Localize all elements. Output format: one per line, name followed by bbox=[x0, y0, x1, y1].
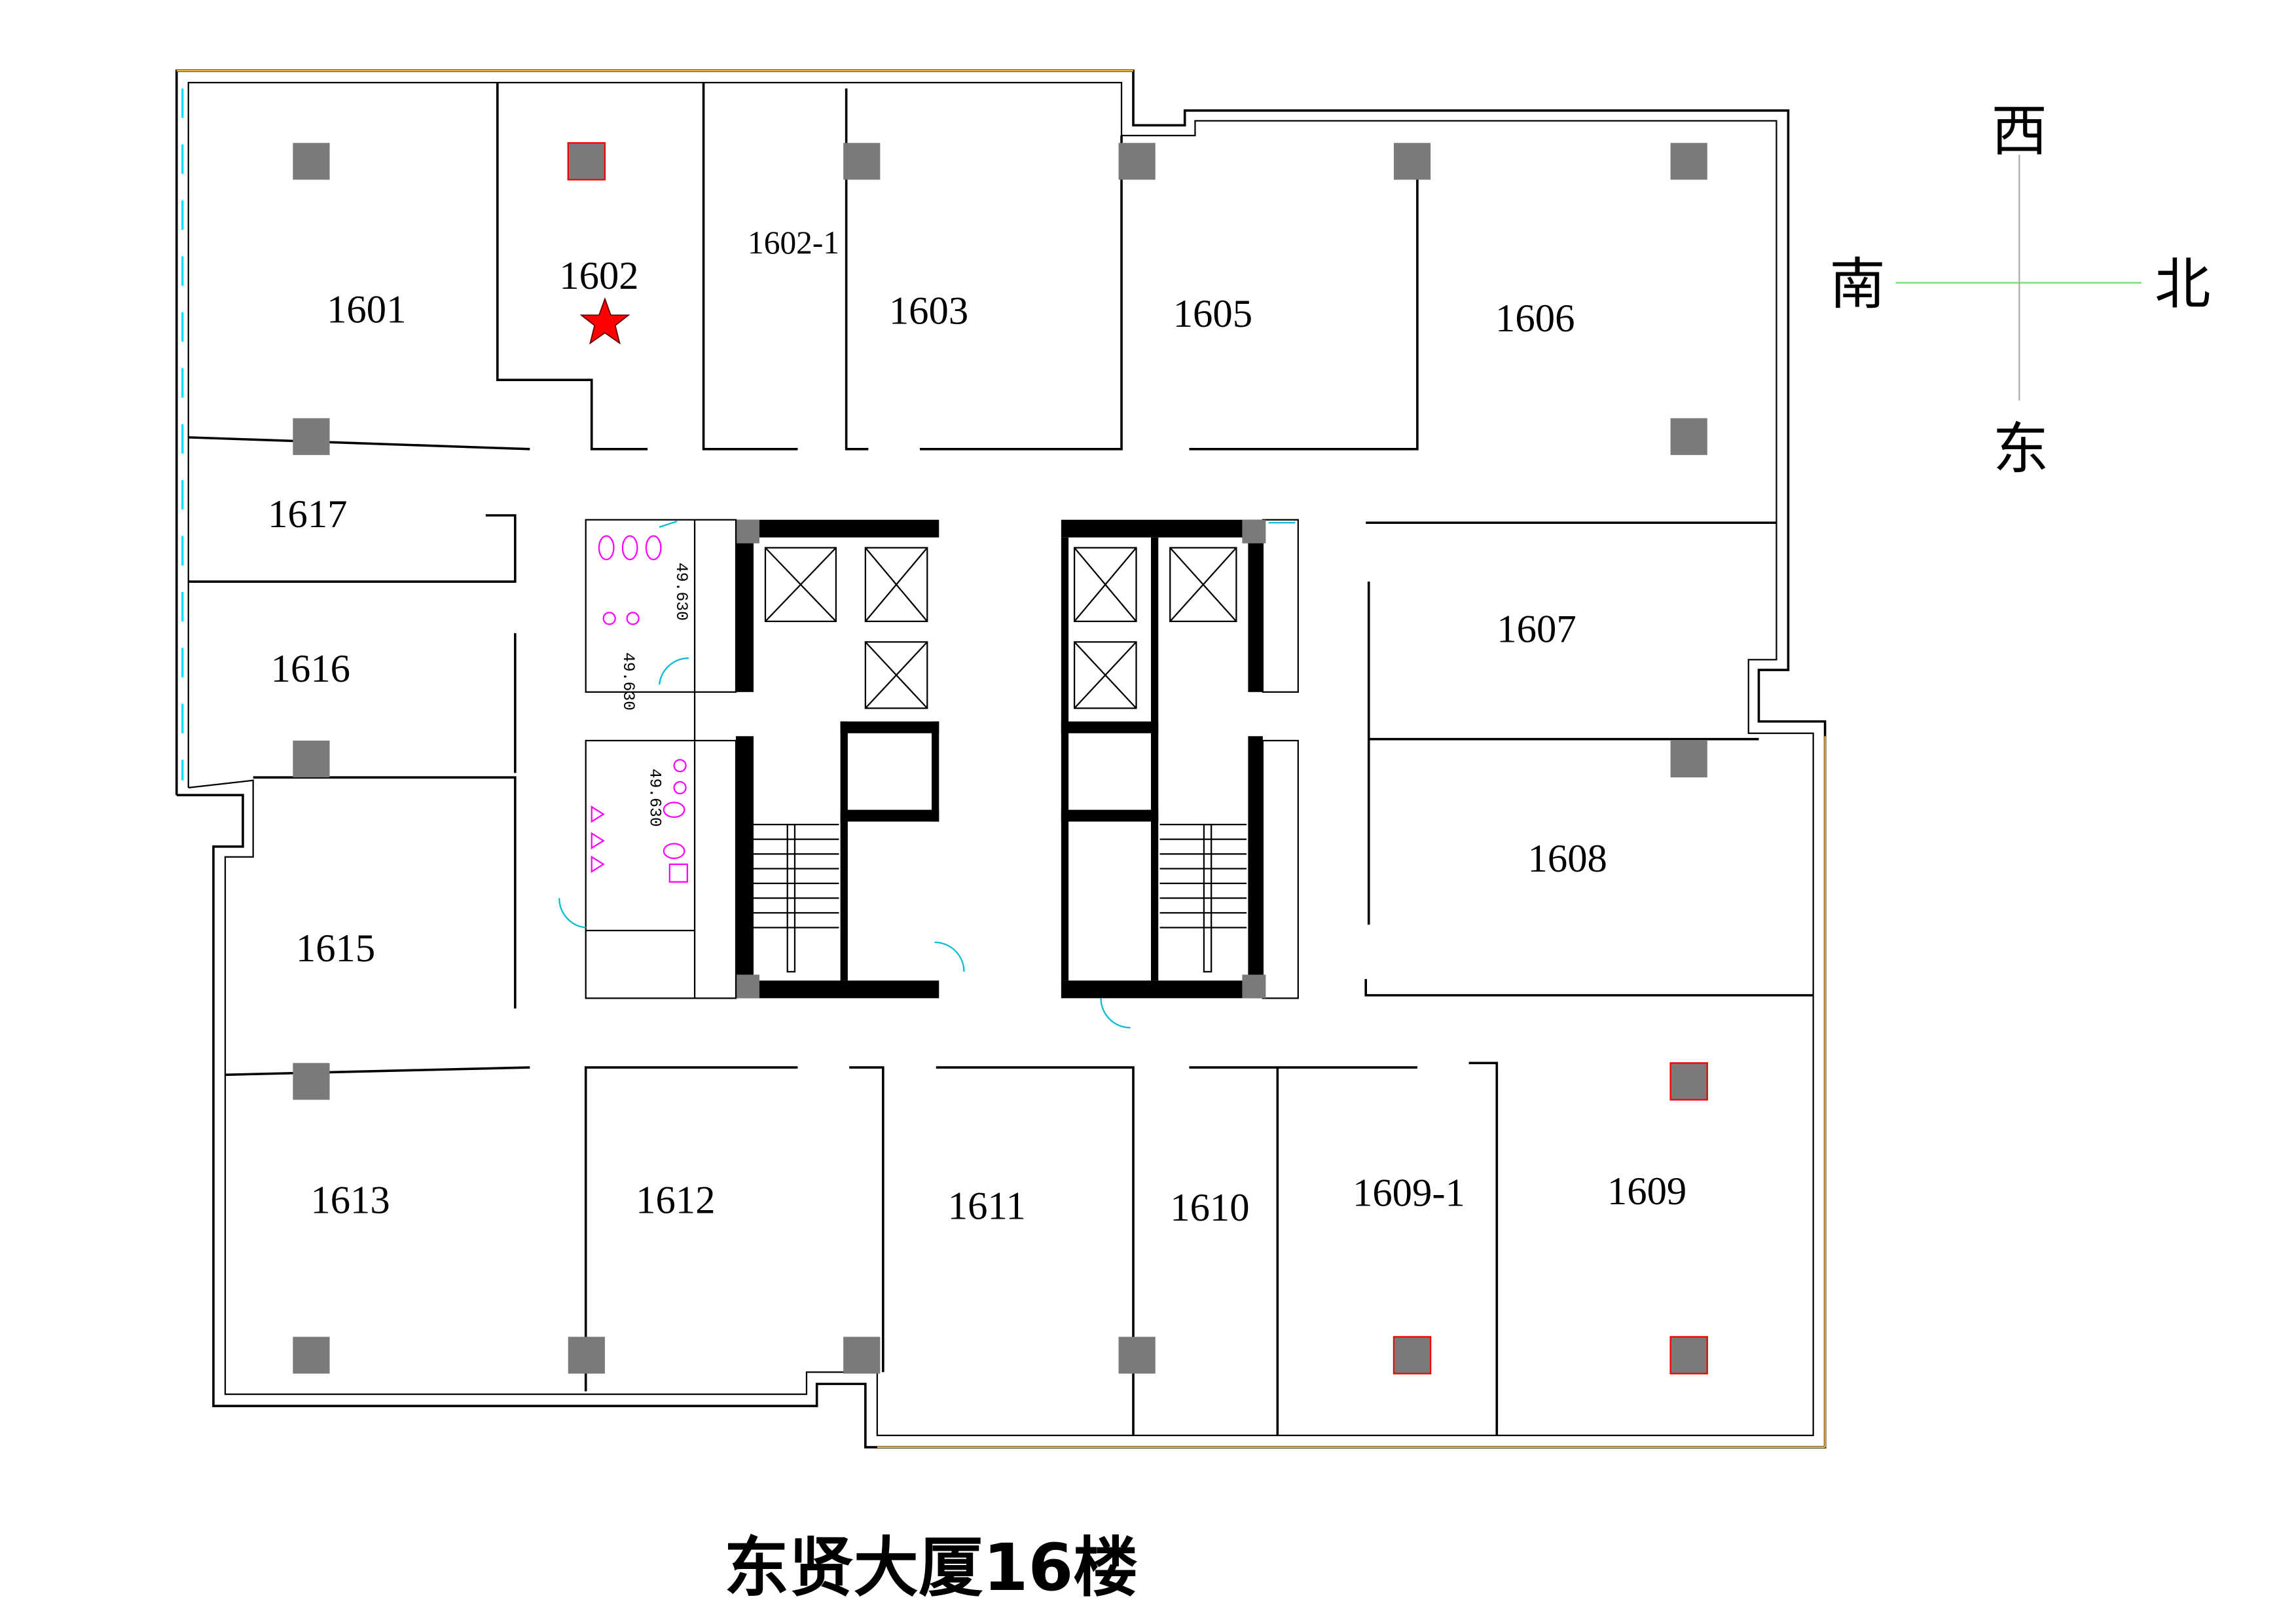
outer-walls bbox=[175, 69, 1827, 1449]
column bbox=[567, 142, 606, 181]
column bbox=[293, 740, 330, 778]
elevation-label: 49.630 bbox=[672, 563, 690, 621]
room-labels: 1601 1602 1602-1 1603 1605 1606 1617 161… bbox=[268, 225, 1686, 1230]
room-1613[interactable]: 1613 bbox=[310, 1179, 390, 1223]
room-1610[interactable]: 1610 bbox=[1170, 1186, 1249, 1230]
column bbox=[293, 143, 330, 180]
room-1607[interactable]: 1607 bbox=[1497, 607, 1576, 651]
elevation-label: 49.630 bbox=[619, 652, 637, 710]
column bbox=[1118, 1337, 1156, 1374]
column bbox=[1670, 418, 1707, 455]
room-1616[interactable]: 1616 bbox=[271, 647, 350, 691]
room-1601[interactable]: 1601 bbox=[327, 288, 406, 332]
room-1602[interactable]: 1602 bbox=[559, 254, 638, 298]
column bbox=[293, 1337, 330, 1374]
room-1606[interactable]: 1606 bbox=[1495, 297, 1575, 341]
column bbox=[1393, 1336, 1432, 1375]
elevation-label: 49.630 bbox=[646, 769, 664, 827]
room-1609-1[interactable]: 1609-1 bbox=[1353, 1171, 1465, 1215]
compass-east: 东 bbox=[1993, 417, 2049, 482]
location-star-icon bbox=[579, 297, 630, 345]
room-1603[interactable]: 1603 bbox=[889, 289, 968, 333]
column bbox=[843, 1337, 881, 1374]
room-1615[interactable]: 1615 bbox=[296, 927, 375, 970]
compass-west: 西 bbox=[1992, 99, 2047, 164]
plan-title: 东贤大厦16楼 bbox=[724, 1530, 1138, 1606]
column bbox=[568, 1337, 605, 1374]
room-1611[interactable]: 1611 bbox=[948, 1185, 1026, 1228]
column bbox=[843, 143, 881, 180]
compass-south: 南 bbox=[1829, 252, 1885, 317]
compass: 西 南 北 东 bbox=[1829, 99, 2210, 482]
room-1602-1[interactable]: 1602-1 bbox=[748, 225, 839, 261]
room-1608[interactable]: 1608 bbox=[1528, 837, 1607, 881]
columns bbox=[293, 142, 1708, 1375]
column bbox=[293, 418, 330, 455]
partitions bbox=[188, 83, 1813, 1436]
compass-north: 北 bbox=[2155, 252, 2210, 317]
column bbox=[1669, 1336, 1708, 1375]
room-1612[interactable]: 1612 bbox=[636, 1179, 715, 1223]
room-1605[interactable]: 1605 bbox=[1173, 292, 1252, 336]
room-1609[interactable]: 1609 bbox=[1607, 1170, 1686, 1213]
column bbox=[1669, 1062, 1708, 1101]
room-1617[interactable]: 1617 bbox=[268, 492, 347, 536]
column bbox=[1670, 740, 1707, 778]
column bbox=[293, 1063, 330, 1100]
core-left: 49.630 49.630 49.630 bbox=[558, 519, 965, 999]
column bbox=[1118, 143, 1156, 180]
column bbox=[1670, 143, 1707, 180]
core-right bbox=[1061, 519, 1299, 1029]
column bbox=[1393, 143, 1431, 180]
